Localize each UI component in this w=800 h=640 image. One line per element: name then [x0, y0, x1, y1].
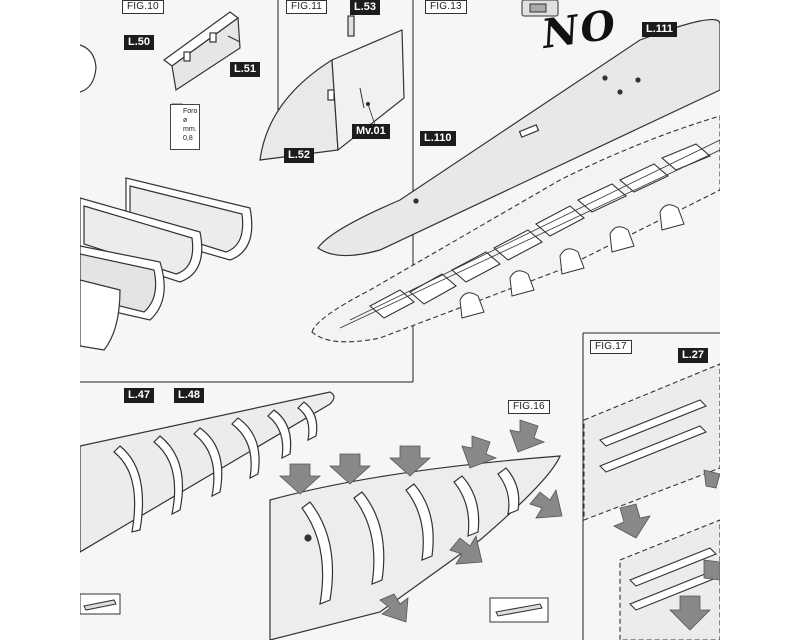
press-arrow-icon	[278, 419, 563, 623]
fig10-keel-piece	[162, 11, 241, 92]
part-label-l47: L.47	[124, 388, 155, 403]
part-label-l48: L.48	[174, 388, 205, 403]
fig11-side-panel	[259, 15, 405, 161]
small-strip-pieces	[80, 593, 549, 623]
fig17-hull-section	[583, 363, 720, 640]
partial-hull-outline	[80, 44, 97, 93]
fig13-hull-frame	[311, 115, 720, 343]
part-label-l111: L.111	[642, 22, 677, 37]
part-label-l51: L.51	[230, 62, 261, 77]
fig16-label: FIG.16	[508, 400, 550, 414]
fig-left-hull-frames	[80, 391, 335, 553]
part-label-l110: L.110	[420, 131, 456, 146]
fig13-deck	[317, 18, 720, 257]
part-label-l53: L.53	[350, 0, 381, 15]
drill-note-text: Foro ø mm. 0,8	[183, 107, 201, 143]
glue-tube-icon	[521, 0, 559, 17]
drill-note-line1: Foro	[183, 108, 198, 115]
drill-note: Foro ø mm. 0,8	[170, 104, 200, 150]
drill-note-line3: mm.	[183, 126, 197, 133]
fig10-frame-stack	[80, 177, 253, 351]
part-label-l27: L.27	[678, 348, 709, 363]
assembly-drawing	[80, 0, 720, 640]
part-label-l52: L.52	[284, 148, 315, 163]
fig17-label: FIG.17	[590, 340, 632, 354]
part-label-mv01: Mv.01	[352, 124, 390, 139]
instruction-sheet: FIG.10 FIG.11 FIG.13 FIG.16 FIG.17 L.50 …	[80, 0, 720, 640]
drill-note-line4: 0,8	[183, 135, 193, 142]
part-label-l50: L.50	[124, 35, 155, 50]
drill-note-line2: ø	[183, 117, 188, 124]
fig16-bow-section	[269, 455, 561, 640]
fig13-label: FIG.13	[425, 0, 467, 14]
fig11-label: FIG.11	[286, 0, 328, 14]
press-arrow-icon	[613, 469, 720, 631]
fig10-label: FIG.10	[122, 0, 164, 14]
